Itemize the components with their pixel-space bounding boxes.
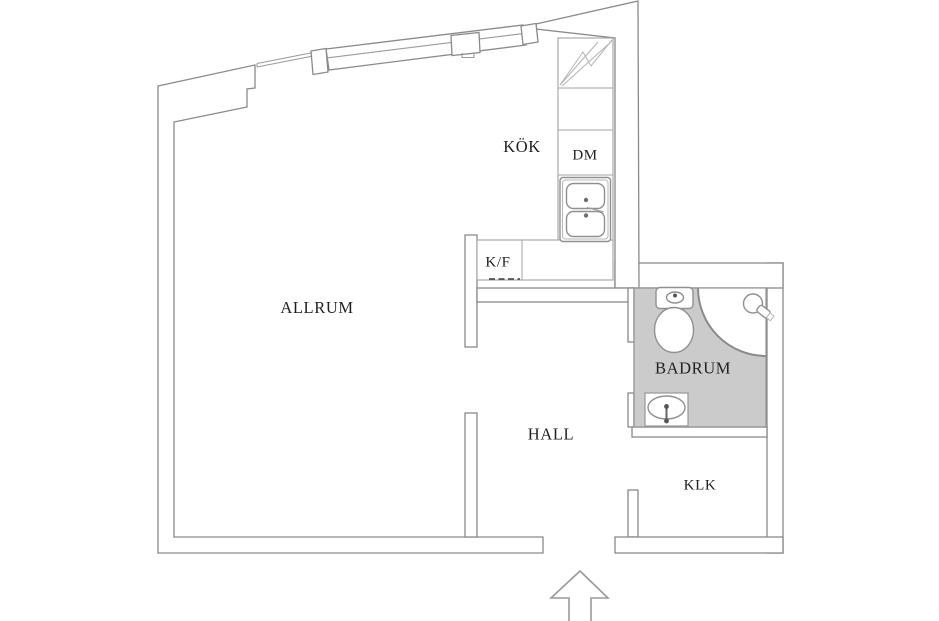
washbasin-icon	[644, 392, 689, 427]
entrance-arrow-icon	[548, 569, 610, 621]
shower-mixer-icon	[742, 293, 775, 322]
window-latch-icon	[461, 53, 475, 59]
kitchen-sink-icon	[559, 176, 612, 243]
label-kf: K/F	[485, 255, 510, 271]
label-hall: HALL	[528, 425, 574, 444]
window-mullion-icon	[450, 31, 481, 57]
walls	[157, 0, 784, 554]
wall-hall-north	[476, 287, 635, 303]
label-klk: KLK	[684, 478, 717, 494]
fridge-zigzag-icon	[559, 39, 613, 87]
wall-klk-north	[631, 426, 768, 438]
kitchen-counter	[476, 37, 614, 281]
wall-bathroom-north	[614, 262, 784, 289]
room-labels: ALLRUM KÖK DM K/F BADRUM HALL KLK	[280, 137, 731, 494]
toilet-icon	[653, 286, 695, 354]
label-dm: DM	[572, 148, 597, 164]
label-allrum: ALLRUM	[280, 298, 353, 317]
wall-bottom-right	[614, 536, 784, 554]
window-wall	[256, 22, 539, 76]
window-icon	[310, 22, 539, 76]
wall-left-bottom	[157, 64, 544, 554]
wall-allrum-kitchen	[464, 234, 478, 348]
bathroom	[633, 286, 775, 428]
wall-allrum-hall	[464, 412, 478, 538]
label-kok: KÖK	[503, 137, 541, 156]
wall-klk-west	[627, 489, 639, 538]
wall-bathroom-west-lower	[627, 392, 635, 428]
wall-right	[766, 262, 784, 554]
wall-bathroom-west-upper	[627, 287, 635, 343]
label-badrum: BADRUM	[655, 359, 731, 378]
balcony-door-icon	[256, 51, 314, 68]
